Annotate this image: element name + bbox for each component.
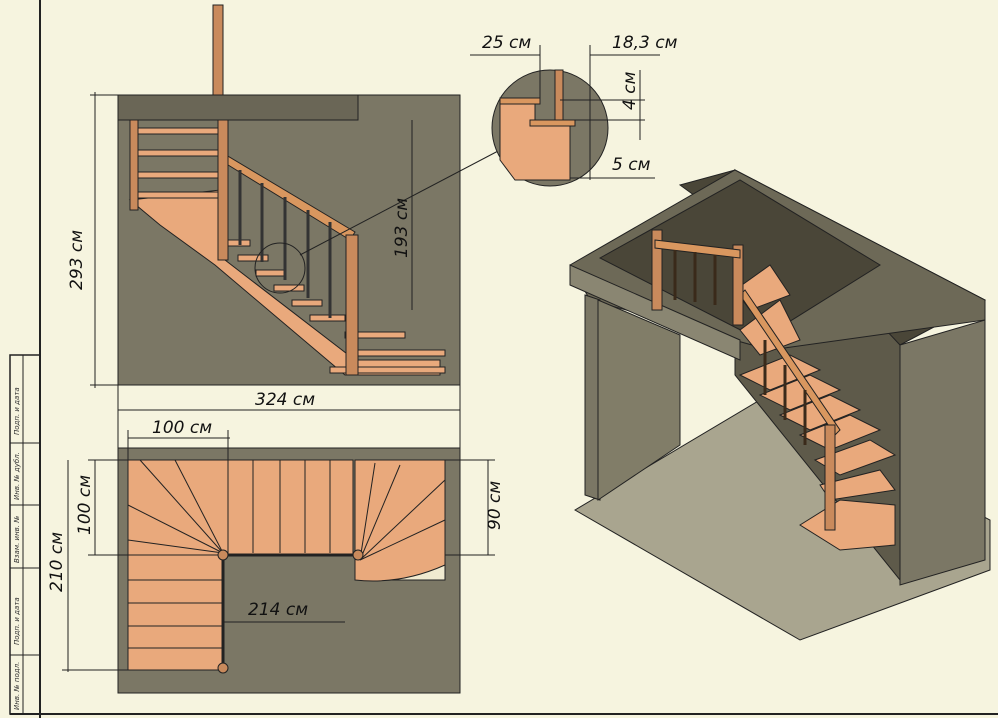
dim-winder-width: 90 см	[485, 481, 505, 530]
dim-length: 214 см	[248, 600, 308, 620]
dim-landing-depth: 100 см	[75, 475, 95, 535]
elevation-view	[117, 4, 501, 386]
dim-thickness: 5 см	[612, 155, 651, 175]
dim-depth-total: 210 см	[47, 532, 67, 592]
elevation-dimensions	[90, 92, 461, 450]
stamp-label: Взам. инв. №	[13, 515, 21, 563]
plan-view	[117, 447, 461, 694]
dim-height-flight: 193 см	[392, 198, 412, 258]
detail-view	[470, 45, 660, 187]
stamp-label: Подп. и дата	[13, 387, 21, 435]
dim-landing: 100 см	[152, 418, 212, 438]
dim-height-total: 293 см	[67, 230, 87, 290]
dim-nosing: 4 см	[620, 71, 640, 110]
stamp-label: Инв. № подл.	[13, 662, 21, 710]
stamp-label: Инв. № дубл.	[13, 452, 21, 500]
dim-riser: 18,3 см	[612, 33, 678, 53]
dim-width-total: 324 см	[255, 390, 315, 410]
isometric-view	[569, 168, 991, 641]
plan-dimensions	[62, 430, 495, 672]
dim-tread: 25 см	[482, 33, 531, 53]
title-block: Подп. и дата Инв. № дубл. Взам. инв. № П…	[9, 354, 41, 715]
stamp-label: Подп. и дата	[13, 597, 21, 645]
